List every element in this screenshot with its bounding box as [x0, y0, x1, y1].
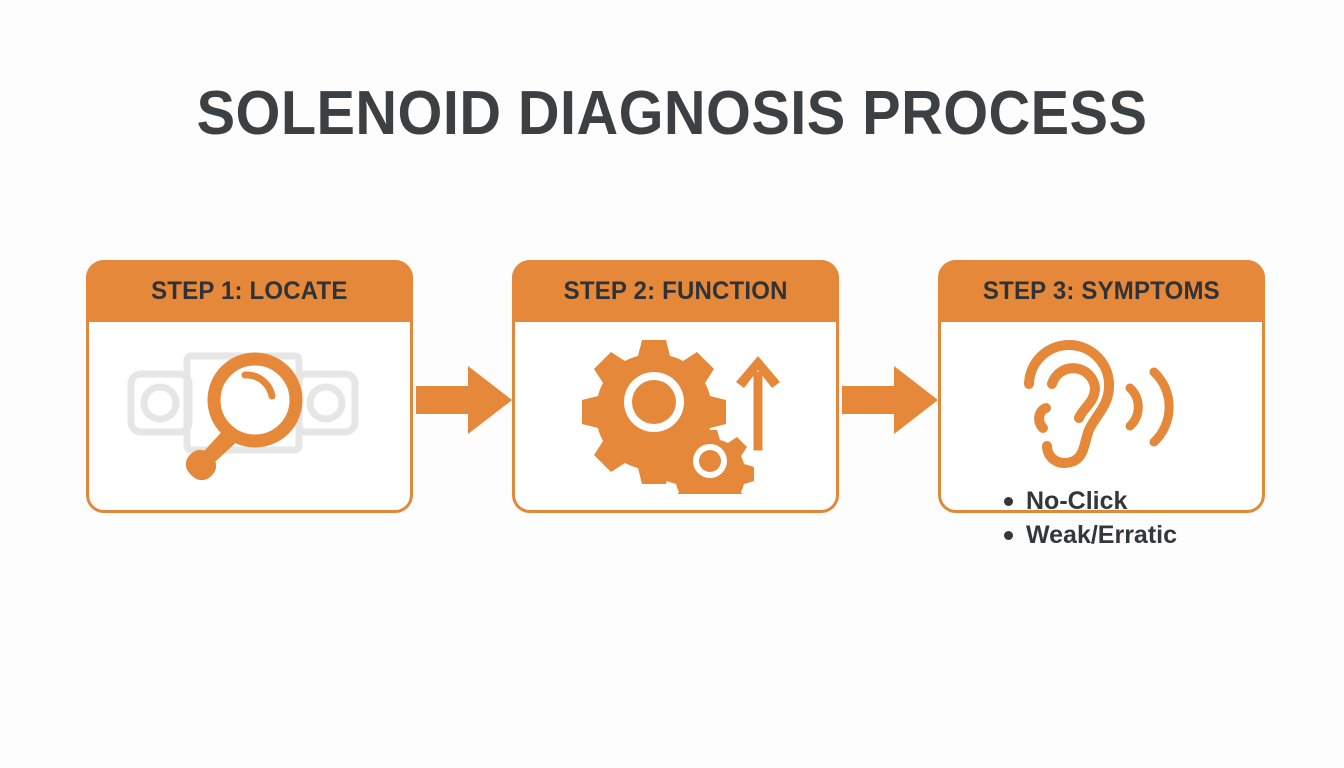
list-item: Weak/Erratic	[1000, 518, 1320, 552]
step-header-label: STEP 2: FUNCTION	[563, 276, 788, 305]
step-card-header: STEP 2: FUNCTION	[512, 260, 839, 322]
symptom-bullet-list: No-Click Weak/Erratic	[1000, 484, 1320, 552]
step-header-label: STEP 1: LOCATE	[151, 276, 348, 305]
gears-with-up-arrow-icon	[566, 334, 786, 518]
step-card-header: STEP 1: LOCATE	[86, 260, 413, 322]
magnifier-over-solenoid-icon	[125, 334, 375, 499]
step-card-body	[89, 322, 410, 510]
ear-listening-icon	[1002, 328, 1202, 483]
arrow-step1-to-step2	[416, 364, 512, 436]
page-title: SOLENOID DIAGNOSIS PROCESS	[196, 79, 1148, 148]
step-card-body	[515, 322, 836, 518]
step-card-locate[interactable]: STEP 1: LOCATE	[86, 260, 413, 513]
step-card-symptoms[interactable]: STEP 3: SYMPTOMS	[938, 260, 1265, 513]
step-card-function[interactable]: STEP 2: FUNCTION	[512, 260, 839, 518]
step-header-label: STEP 3: SYMPTOMS	[983, 276, 1220, 305]
step-card-header: STEP 3: SYMPTOMS	[938, 260, 1265, 322]
arrow-step2-to-step3	[842, 364, 938, 436]
step-card-body	[941, 322, 1262, 510]
list-item: No-Click	[1000, 484, 1320, 518]
